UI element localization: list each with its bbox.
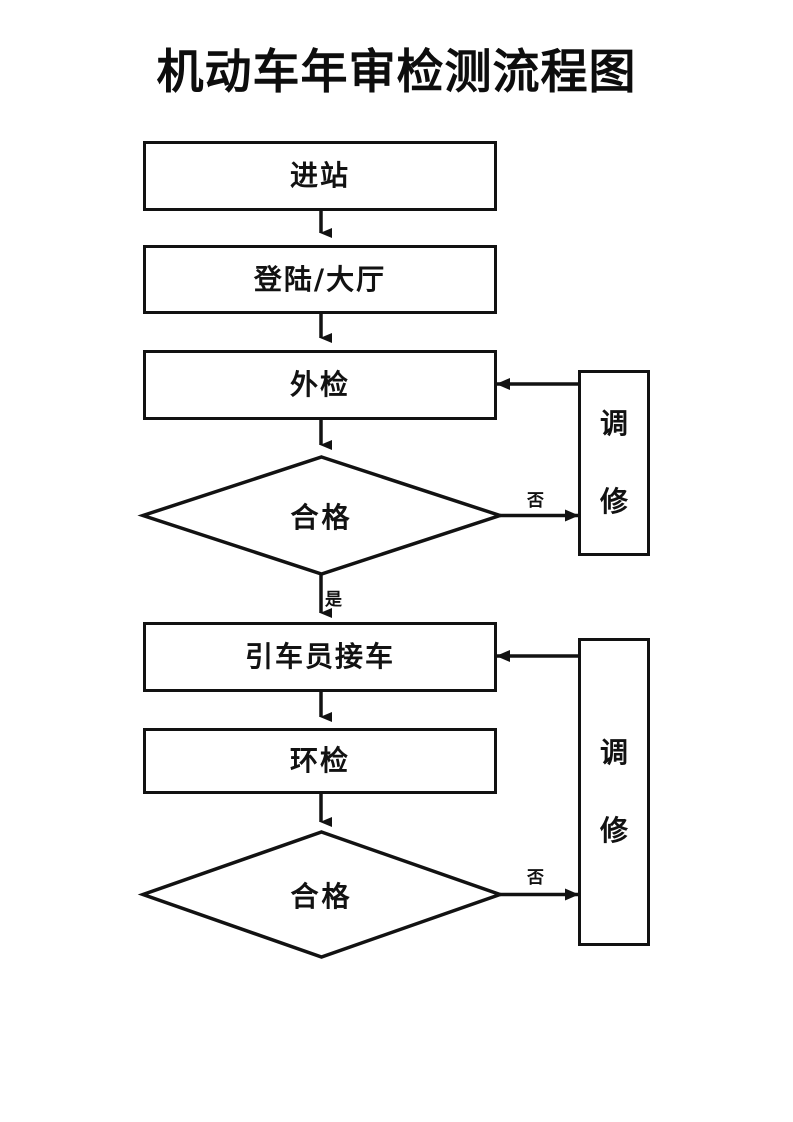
edge-label-yes-1: 是 [325,590,342,610]
node-repair-1[interactable]: 调 修 [578,370,650,556]
node-repair-1-char-top: 调 [599,407,628,440]
node-repair-2[interactable]: 调 修 [578,638,650,946]
node-driver-pickup[interactable]: 引车员接车 [143,622,497,692]
node-driver-label: 引车员接车 [244,640,395,673]
node-decision-1-label: 合格 [290,500,353,534]
node-repair-1-char-bottom: 修 [599,485,628,518]
node-lobby-label: 登陆/大厅 [253,262,387,296]
edge-label-no-1: 否 [527,491,544,511]
node-lobby[interactable]: 登陆/大厅 [143,245,497,314]
node-decision-2-label: 合格 [290,879,353,913]
decision-diamond-outline-2 [137,830,506,959]
page-title: 机动车年审检测流程图 [156,45,637,100]
node-repair-2-char-bottom: 修 [599,814,628,847]
node-decision-qualified-1[interactable]: 合格 [143,457,500,574]
node-exterior-inspection[interactable]: 外检 [143,350,497,420]
edge-label-no-2: 否 [527,868,544,888]
node-decision-qualified-2[interactable]: 合格 [143,832,500,957]
node-emission-label: 环检 [289,744,350,777]
node-enter-label: 进站 [289,159,350,192]
node-exterior-label: 外检 [289,368,350,401]
node-repair-2-char-top: 调 [599,736,628,769]
node-enter[interactable]: 进站 [143,141,497,211]
node-emission-inspection[interactable]: 环检 [143,728,497,794]
